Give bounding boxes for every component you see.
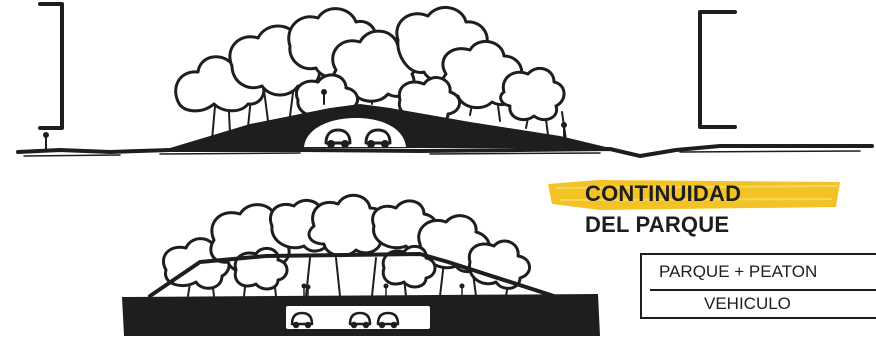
legend-box: PARQUE + PEATON VEHICULO xyxy=(640,253,876,319)
bottom-tree-canopy xyxy=(163,195,529,289)
bottom-section xyxy=(122,195,600,336)
legend-top-label: PARQUE + PEATON xyxy=(659,262,817,282)
right-building-bracket xyxy=(700,12,735,127)
legend-bottom-label: VEHICULO xyxy=(704,294,791,314)
left-building-bracket xyxy=(40,4,62,128)
top-section xyxy=(18,4,872,156)
legend-divider xyxy=(650,289,876,291)
caption-continuidad: CONTINUIDAD xyxy=(585,181,741,207)
caption-del-parque: DEL PARQUE xyxy=(585,212,729,238)
